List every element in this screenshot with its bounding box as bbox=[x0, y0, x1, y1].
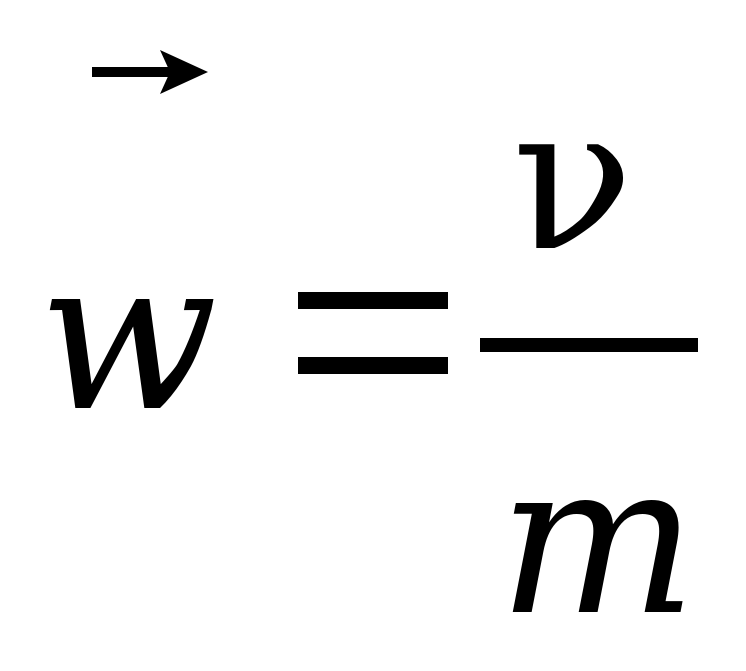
denominator: m bbox=[498, 417, 697, 662]
numerator: ν bbox=[512, 63, 634, 296]
equals-sign: = bbox=[298, 292, 448, 374]
lhs-symbol: w bbox=[38, 213, 218, 458]
fraction-bar bbox=[480, 338, 698, 352]
vector-arrow-icon bbox=[92, 50, 208, 94]
